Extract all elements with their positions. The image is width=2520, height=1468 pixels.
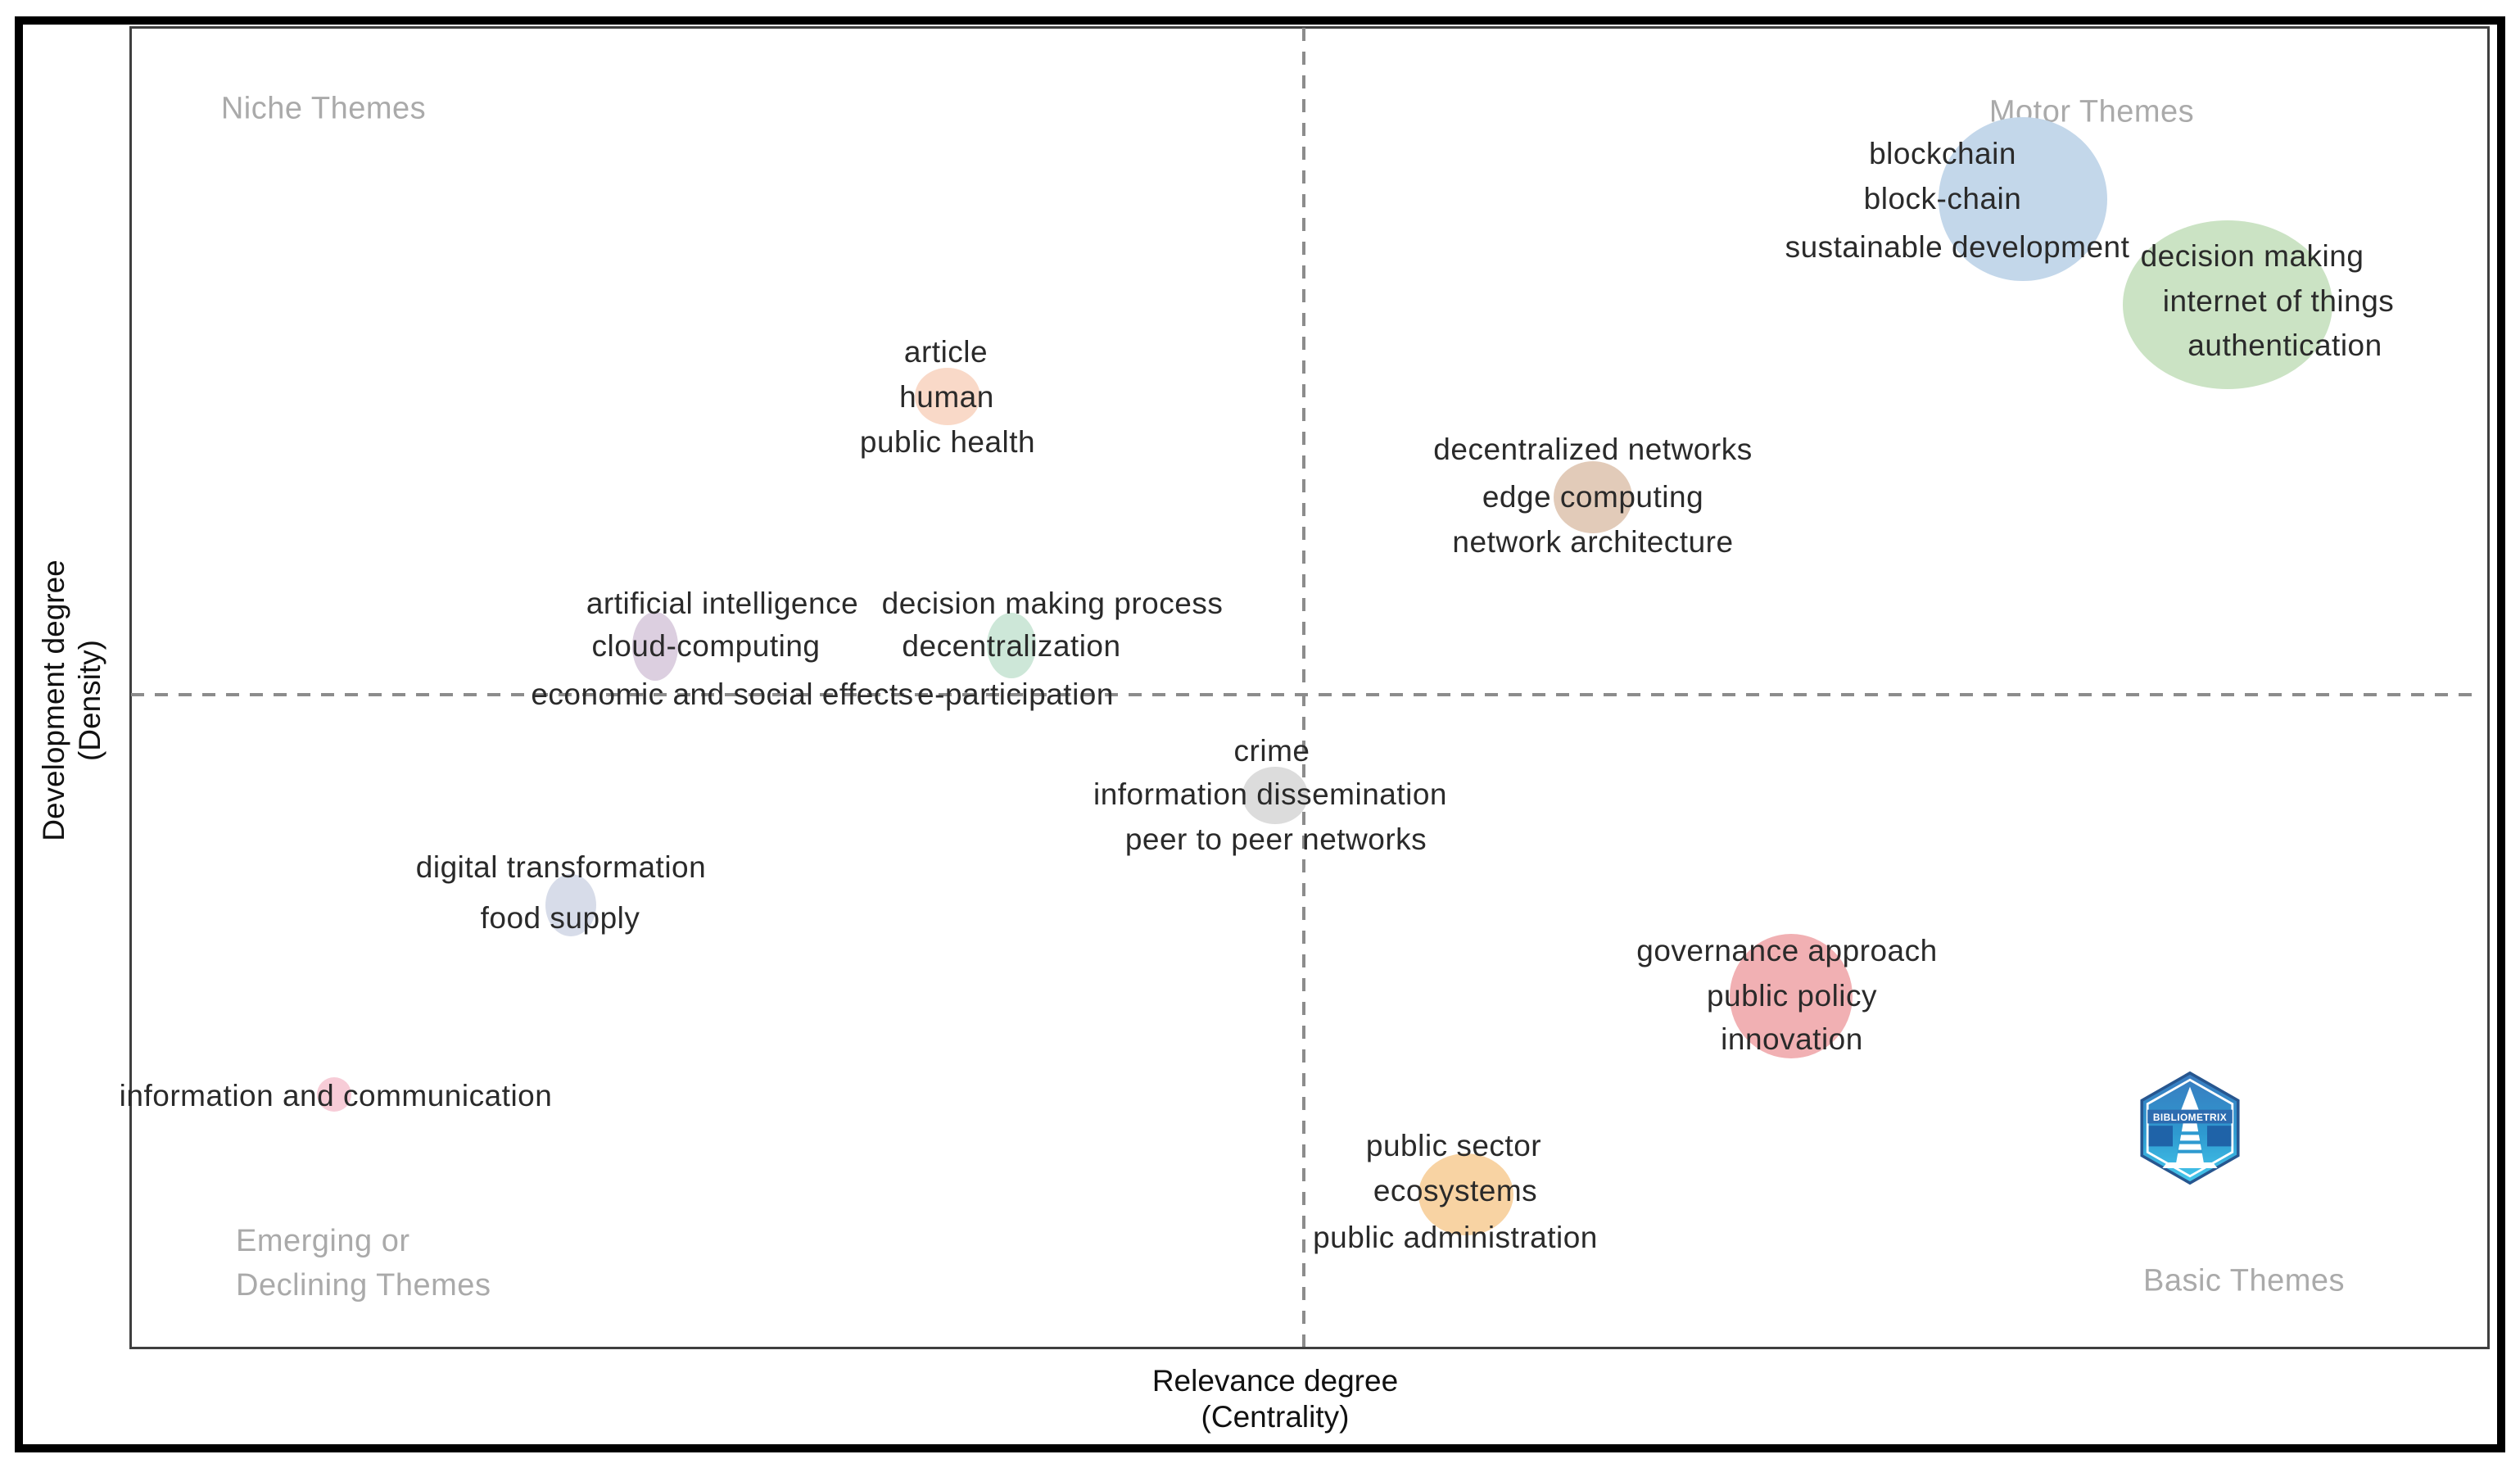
logo-inner-hexagon [2146,1078,2234,1178]
theme-label-artificial-intelligence-line2: cloud-computing [591,629,821,663]
theme-label-public-sector-line2: ecosystems [1373,1174,1538,1207]
theme-label-digital-transformation-line2: food supply [480,901,640,935]
x-axis-title: Relevance degree (Centrality) [1152,1363,1398,1435]
theme-label-article-line3: public health [859,425,1036,459]
theme-label-public-sector-line1: public sector [1365,1129,1542,1162]
figure-outer-border [15,16,2505,1452]
theme-label-decentralized-networks-line1: decentralized networks [1433,433,1753,466]
theme-label-decision-making-process-line3: e-participation [917,677,1114,711]
theme-bubble-decentralized-networks [1554,461,1632,533]
y-axis-title-line2: (Density) [73,639,106,762]
x-axis-title-line1: Relevance degree [1151,1364,1399,1398]
theme-bubble-public-sector [1418,1153,1513,1235]
theme-label-blockchain-line1: blockchain [1869,137,2016,170]
theme-label-decision-making-line1: decision making [2140,239,2364,273]
theme-label-artificial-intelligence-line1: artificial intelligence [586,587,859,620]
x-axis-title-line2: (Centrality) [1201,1400,1350,1434]
y-axis-title: Development degree (Density) [36,496,108,905]
theme-bubble-article [915,368,980,425]
theme-label-decision-making-process-line2: decentralization [902,629,1121,663]
theme-label-crime-line2: information dissemination [1093,777,1448,811]
theme-label-information-and-communication-line1: information and communication [119,1079,553,1112]
density-divider-dashed-line [131,693,2480,696]
theme-label-crime-line1: crime [1233,734,1310,768]
logo-lighthouse-beacon [2180,1086,2200,1111]
theme-label-governance-approach-line3: innovation [1721,1022,1863,1056]
logo-text: BIBLIOMETRIX [2153,1112,2227,1123]
logo-title-band [2147,1109,2233,1124]
quadrant-label-emerging-declining-themes: Emerging or Declining Themes [236,1219,491,1307]
quadrant-label-niche-themes: Niche Themes [220,91,427,126]
theme-bubble-digital-transformation [545,874,596,936]
theme-label-governance-approach-line2: public policy [1706,979,1878,1013]
theme-bubble-governance-approach [1730,934,1853,1058]
logo-tower-stripe [2177,1149,2203,1153]
theme-bubble-crime [1242,767,1308,824]
theme-label-governance-approach-line1: governance approach [1636,934,1938,967]
theme-label-public-sector-line3: public administration [1313,1221,1598,1254]
plot-area [129,26,2490,1349]
theme-bubble-decision-making-process [987,613,1036,678]
theme-label-decision-making-process-line1: decision making process [881,587,1224,620]
centrality-divider-dashed-line [1302,28,1305,1347]
theme-label-decision-making-line2: internet of things [2162,284,2395,318]
logo-left-block [2148,1126,2173,1147]
theme-label-decision-making-line3: authentication [2187,328,2382,362]
quadrant-label-emerging-line1: Emerging or [236,1224,410,1258]
theme-bubble-blockchain [1939,117,2107,281]
theme-label-artificial-intelligence-line3: economic and social effects [531,677,914,711]
logo-base [2162,1162,2218,1168]
theme-label-decentralized-networks-line2: edge computing [1482,480,1704,514]
quadrant-label-basic-themes: Basic Themes [2142,1263,2346,1298]
theme-label-crime-line3: peer to peer networks [1124,822,1427,856]
logo-tower-stripe [2178,1140,2201,1144]
theme-label-digital-transformation-line1: digital transformation [415,850,707,884]
theme-label-blockchain-line2: block-chain [1863,182,2022,215]
logo-right-block [2207,1126,2232,1147]
bibliometrix-logo: BIBLIOMETRIX [2140,1071,2240,1185]
theme-bubble-artificial-intelligence [632,612,678,681]
theme-label-decentralized-networks-line3: network architecture [1452,525,1734,559]
quadrant-label-emerging-line2: Declining Themes [236,1268,491,1303]
theme-bubble-information-and-communication [317,1077,351,1112]
y-axis-title-line1: Development degree [37,560,70,841]
theme-label-blockchain-line3: sustainable development [1785,230,2130,264]
theme-label-article-line1: article [903,335,989,369]
logo-tower-stripe [2179,1131,2201,1135]
theme-label-article-line2: human [899,380,994,414]
theme-bubble-decision-making [2123,220,2332,389]
